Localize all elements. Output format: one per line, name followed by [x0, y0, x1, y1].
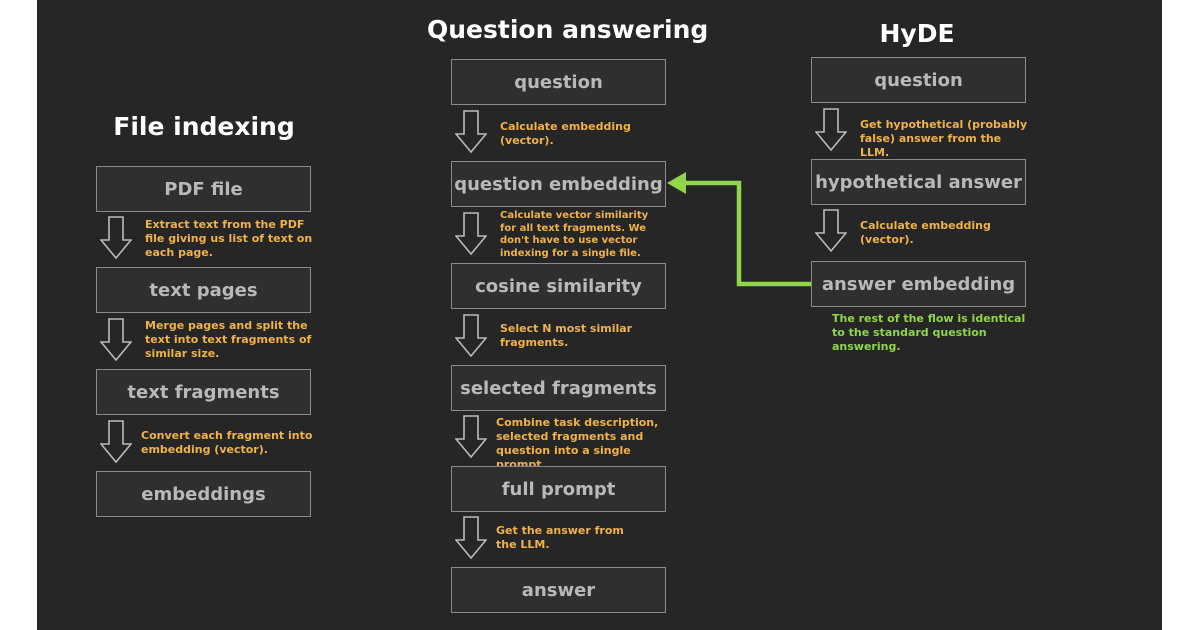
merge-pages-note: Merge pages and split the text into text…: [145, 319, 312, 360]
down-arrow-icon: [455, 415, 487, 459]
arrowhead-left-icon: [667, 172, 686, 194]
down-arrow-icon: [455, 516, 487, 560]
hypothetical-answer-box: hypothetical answer: [811, 159, 1026, 205]
down-arrow-icon: [100, 216, 132, 260]
pdf-file-box: PDF file: [96, 166, 311, 212]
down-arrow-icon: [100, 318, 132, 362]
down-arrow-icon: [455, 314, 487, 358]
hyde-title: HyDE: [879, 19, 955, 48]
rest-of-flow-note: The rest of the flow is identical to the…: [832, 312, 1026, 353]
down-arrow-icon: [100, 420, 132, 464]
answer-embedding-box: answer embedding: [811, 261, 1026, 307]
down-arrow-icon: [815, 108, 847, 152]
down-arrow-icon: [455, 212, 487, 256]
get-answer-note: Get the answer from the LLM.: [496, 524, 624, 551]
cosine-similarity-box: cosine similarity: [451, 263, 666, 309]
extract-text-note: Extract text from the PDF file giving us…: [145, 218, 313, 259]
text-pages-box: text pages: [96, 267, 311, 313]
question-embedding-box: question embedding: [451, 161, 666, 207]
down-arrow-icon: [455, 110, 487, 154]
selected-fragments-box: selected fragments: [451, 365, 666, 411]
question-box: question: [451, 59, 666, 105]
question-answering-title: Question answering: [427, 15, 709, 44]
select-similar-note: Select N most similar fragments.: [500, 322, 633, 349]
embeddings-box: embeddings: [96, 471, 311, 517]
text-fragments-box: text fragments: [96, 369, 311, 415]
diagram-board: File indexing Question answering HyDE PD…: [37, 0, 1162, 630]
hyde-calculate-embedding-note: Calculate embedding (vector).: [860, 219, 991, 246]
hyde-question-box: question: [811, 57, 1026, 103]
full-prompt-box: full prompt: [451, 466, 666, 512]
hypothetical-answer-note: Get hypothetical (probably false) answer…: [860, 118, 1028, 159]
answer-box: answer: [451, 567, 666, 613]
vector-similarity-note: Calculate vector similarity for all text…: [500, 210, 649, 259]
hyde-to-question-embedding-connector: [667, 172, 811, 287]
file-indexing-title: File indexing: [113, 112, 295, 141]
down-arrow-icon: [815, 209, 847, 253]
convert-fragment-note: Convert each fragment into embedding (ve…: [141, 429, 313, 456]
calculate-embedding-note: Calculate embedding (vector).: [500, 120, 631, 147]
